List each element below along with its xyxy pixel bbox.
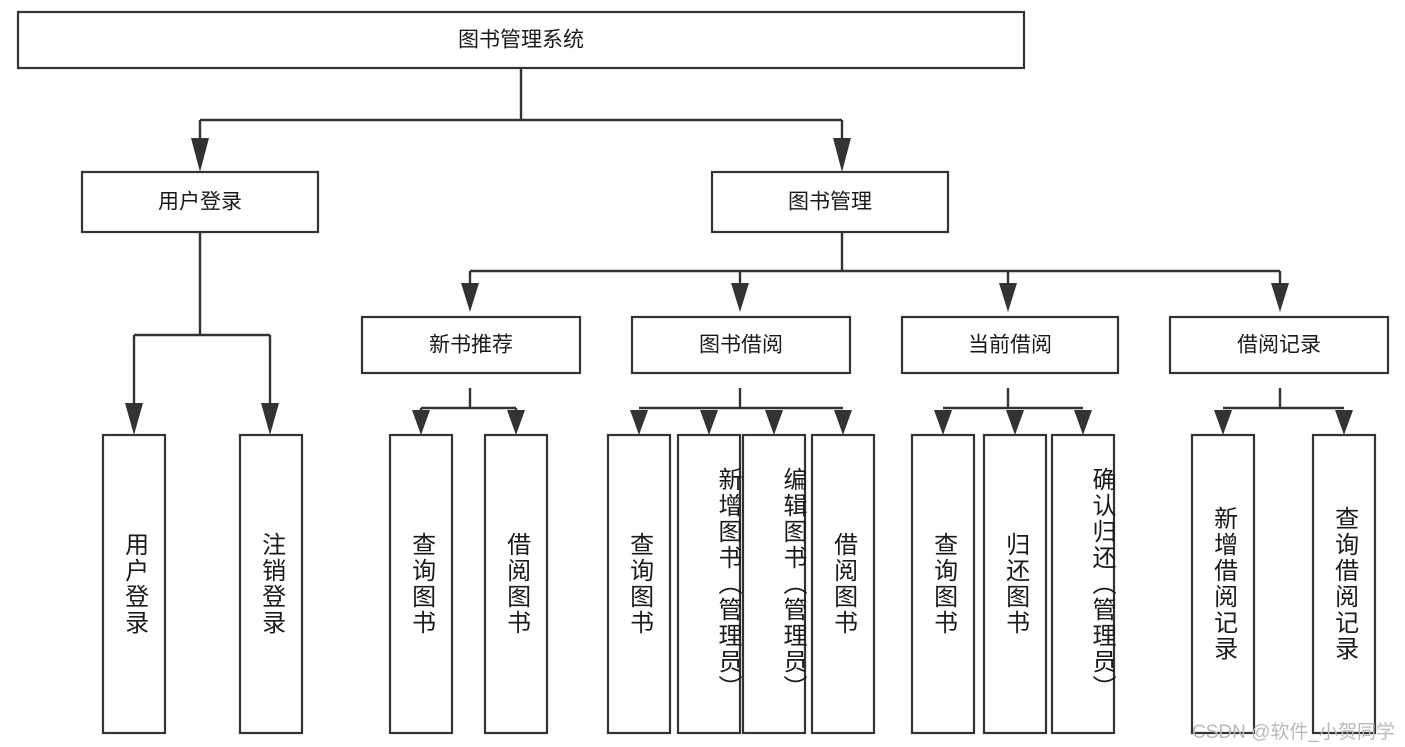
arrowhead-user-login bbox=[191, 138, 209, 172]
connector-group-new-book-rec bbox=[412, 388, 525, 435]
node-book-manage[interactable]: 图书管理 bbox=[710, 170, 950, 234]
node-user-login[interactable]: 用户登录 bbox=[80, 170, 320, 234]
node-book-borrow-box[interactable] bbox=[630, 315, 852, 375]
node-new-book-rec[interactable]: 新书推荐 bbox=[360, 315, 582, 375]
arrowhead-leaf-add-record bbox=[1214, 410, 1232, 435]
leaf-box-query-record[interactable] bbox=[1311, 433, 1377, 735]
arrowhead-book-manage bbox=[833, 138, 851, 172]
arrowhead-leaf-edit-book bbox=[765, 410, 783, 435]
arrowhead-borrow-record bbox=[1271, 283, 1289, 312]
leaf-box-logout[interactable] bbox=[238, 433, 304, 735]
arrowhead-leaf-query-book-2 bbox=[630, 410, 648, 435]
leaf-box-query-book-2[interactable] bbox=[606, 433, 672, 735]
leaf-box-query-book-1[interactable] bbox=[388, 433, 454, 735]
node-new-book-rec-box[interactable] bbox=[360, 315, 582, 375]
arrowhead-leaf-borrow-book-2 bbox=[834, 410, 852, 435]
arrowhead-leaf-query-record bbox=[1335, 410, 1353, 435]
leaf-box-add-record[interactable] bbox=[1190, 433, 1256, 735]
leaf-box-return-book[interactable] bbox=[982, 433, 1048, 735]
arrowhead-new-book-rec bbox=[461, 283, 479, 312]
node-book-manage-box[interactable] bbox=[710, 170, 950, 234]
connector-group-book-manage bbox=[461, 232, 1289, 312]
node-new-book-rec-label: 新书推荐 bbox=[429, 334, 513, 357]
node-book-borrow[interactable]: 图书借阅 bbox=[630, 315, 852, 375]
leaf-box-confirm-return[interactable] bbox=[1050, 433, 1116, 735]
node-borrow-record[interactable]: 借阅记录 bbox=[1168, 315, 1390, 375]
node-root[interactable]: 图书管理系统 bbox=[16, 10, 1026, 70]
arrowhead-leaf-logout bbox=[261, 403, 279, 435]
arrowhead-leaf-user-login bbox=[125, 403, 143, 435]
node-user-login-label: 用户登录 bbox=[158, 191, 242, 214]
arrowhead-leaf-confirm-return bbox=[1074, 410, 1092, 435]
leaf-box-user-login[interactable] bbox=[101, 433, 167, 735]
arrowhead-book-borrow bbox=[731, 283, 749, 312]
leaf-box-borrow-book-2[interactable] bbox=[810, 433, 876, 735]
connector-group-current-borrow bbox=[934, 388, 1092, 435]
node-current-borrow[interactable]: 当前借阅 bbox=[900, 315, 1120, 375]
connector-group-user-login bbox=[125, 232, 279, 435]
leaf-box-borrow-book-1[interactable] bbox=[483, 433, 549, 735]
node-book-borrow-label: 图书借阅 bbox=[699, 334, 783, 357]
arrowhead-leaf-add-book bbox=[700, 410, 718, 435]
connector-group-root bbox=[191, 68, 851, 172]
arrowhead-leaf-return-book bbox=[1006, 410, 1024, 435]
node-borrow-record-label: 借阅记录 bbox=[1237, 334, 1321, 357]
arrowhead-leaf-borrow-book-1 bbox=[507, 410, 525, 435]
connector-group-book-borrow bbox=[630, 388, 852, 435]
node-current-borrow-box[interactable] bbox=[900, 315, 1120, 375]
leaf-box-query-book-3[interactable] bbox=[910, 433, 976, 735]
connector-group-borrow-record bbox=[1214, 388, 1353, 435]
node-book-manage-label: 图书管理 bbox=[788, 191, 872, 214]
node-root-box[interactable] bbox=[16, 10, 1026, 70]
node-borrow-record-box[interactable] bbox=[1168, 315, 1390, 375]
arrowhead-leaf-query-book-1 bbox=[412, 410, 430, 435]
node-user-login-box[interactable] bbox=[80, 170, 320, 234]
node-current-borrow-label: 当前借阅 bbox=[968, 334, 1052, 357]
leaf-box-edit-book[interactable] bbox=[741, 433, 807, 735]
csdn-watermark: CSDN @软件_小贺同学 bbox=[1192, 722, 1395, 743]
leaf-box-add-book[interactable] bbox=[676, 433, 742, 735]
arrowhead-leaf-query-book-3 bbox=[934, 410, 952, 435]
node-root-label: 图书管理系统 bbox=[458, 29, 584, 52]
arrowhead-current-borrow bbox=[999, 283, 1017, 312]
